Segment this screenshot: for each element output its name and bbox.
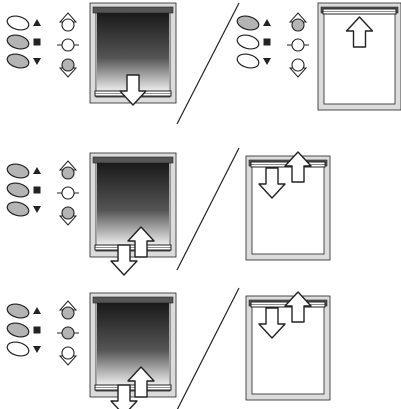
arrow-up-icon bbox=[127, 366, 155, 398]
scenario-before bbox=[6, 2, 177, 106]
scenario-after bbox=[236, 2, 401, 111]
remote-button-stop[interactable] bbox=[6, 321, 31, 339]
scenario-row-2 bbox=[6, 147, 331, 276]
led-stop bbox=[291, 38, 305, 52]
shade-head-rail bbox=[92, 156, 174, 164]
up-triangle-icon bbox=[33, 167, 41, 174]
window-pane bbox=[251, 161, 325, 255]
arrow-up-icon bbox=[345, 16, 374, 48]
led-stop bbox=[61, 186, 75, 200]
led-up bbox=[61, 18, 75, 32]
shade-head-rail bbox=[92, 296, 174, 304]
led-stop bbox=[61, 326, 75, 340]
stop-square-icon bbox=[33, 186, 41, 194]
scenario-row-3 bbox=[6, 287, 331, 409]
remote-button-up[interactable] bbox=[6, 162, 31, 180]
down-triangle-icon bbox=[33, 206, 41, 213]
arrow-down-icon bbox=[110, 244, 138, 276]
remote-button-up[interactable] bbox=[236, 14, 261, 32]
remote-button-up[interactable] bbox=[6, 302, 31, 320]
scenario-after bbox=[245, 291, 331, 401]
up-triangle-icon bbox=[33, 19, 41, 26]
led-up bbox=[291, 18, 305, 32]
stop-square-icon bbox=[33, 326, 41, 334]
scenario-after bbox=[245, 151, 331, 261]
arrow-up-icon bbox=[284, 291, 312, 323]
scenario-before bbox=[6, 292, 177, 409]
arrow-up-icon bbox=[284, 151, 312, 183]
transition-divider bbox=[176, 2, 240, 125]
down-triangle-icon bbox=[33, 58, 41, 65]
led-down bbox=[61, 346, 75, 360]
up-triangle-icon bbox=[263, 19, 271, 26]
transition-divider bbox=[176, 147, 240, 271]
up-triangle-icon bbox=[33, 307, 41, 314]
scenario-row-1 bbox=[6, 2, 401, 125]
led-stop bbox=[61, 38, 75, 52]
remote-button-up[interactable] bbox=[6, 14, 31, 32]
remote-button-stop[interactable] bbox=[6, 33, 31, 51]
stop-square-icon bbox=[33, 38, 41, 46]
arrow-up-icon bbox=[127, 226, 155, 258]
transition-divider bbox=[176, 287, 240, 409]
scenario-before bbox=[6, 152, 177, 276]
remote-button-down[interactable] bbox=[236, 52, 261, 70]
arrow-down-icon bbox=[119, 74, 147, 106]
led-up bbox=[61, 166, 75, 180]
window-pane bbox=[251, 301, 325, 395]
led-down bbox=[61, 206, 75, 220]
led-down bbox=[291, 58, 305, 72]
remote-button-down[interactable] bbox=[6, 52, 31, 70]
led-up bbox=[61, 306, 75, 320]
remote-button-stop[interactable] bbox=[6, 181, 31, 199]
remote-button-down[interactable] bbox=[6, 200, 31, 218]
down-triangle-icon bbox=[263, 58, 271, 65]
remote-button-stop[interactable] bbox=[236, 33, 261, 51]
shade-head-rail bbox=[92, 6, 174, 14]
down-triangle-icon bbox=[33, 346, 41, 353]
arrow-down-icon bbox=[258, 307, 286, 339]
remote-button-down[interactable] bbox=[6, 340, 31, 358]
arrow-down-icon bbox=[110, 384, 138, 409]
stop-square-icon bbox=[263, 38, 271, 46]
arrow-down-icon bbox=[258, 167, 286, 199]
led-down bbox=[61, 58, 75, 72]
